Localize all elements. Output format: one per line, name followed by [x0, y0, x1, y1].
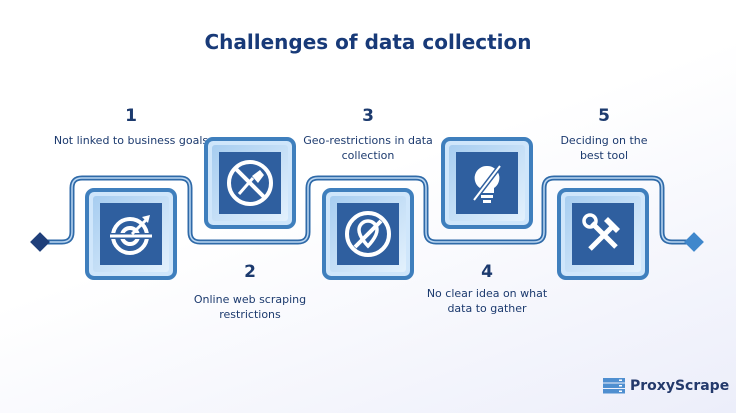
no-idea-bulb-icon [472, 164, 502, 203]
tools-icon [582, 213, 620, 251]
server-icon [603, 378, 625, 394]
page-title: Challenges of data collection [204, 30, 532, 54]
no-scraping-icon [227, 160, 273, 206]
step-1-box [85, 188, 177, 280]
step-5-box [557, 188, 649, 280]
step-3-number: 3 [362, 106, 374, 126]
step-3-box [322, 188, 414, 280]
step-1-number: 1 [125, 106, 137, 126]
step-2-number: 2 [244, 262, 256, 282]
brand-logo: ProxyScrape [603, 378, 729, 394]
end-diamond [684, 232, 704, 252]
step-3-label: Geo-restrictions in data collection [303, 134, 433, 162]
start-diamond [30, 232, 50, 252]
no-location-icon [345, 211, 391, 257]
step-5-number: 5 [598, 106, 610, 126]
target-arrow-icon [110, 215, 152, 255]
step-5-label: Deciding on the best tool [560, 134, 648, 162]
step-4-number: 4 [481, 262, 493, 282]
step-1-label: Not linked to business goals [53, 134, 209, 147]
step-4-box [441, 137, 533, 229]
step-4-label: No clear idea on what data to gather [426, 287, 548, 315]
step-2-box [204, 137, 296, 229]
step-2-label: Online web scraping restrictions [193, 293, 307, 321]
brand-name: ProxyScrape [630, 378, 730, 394]
